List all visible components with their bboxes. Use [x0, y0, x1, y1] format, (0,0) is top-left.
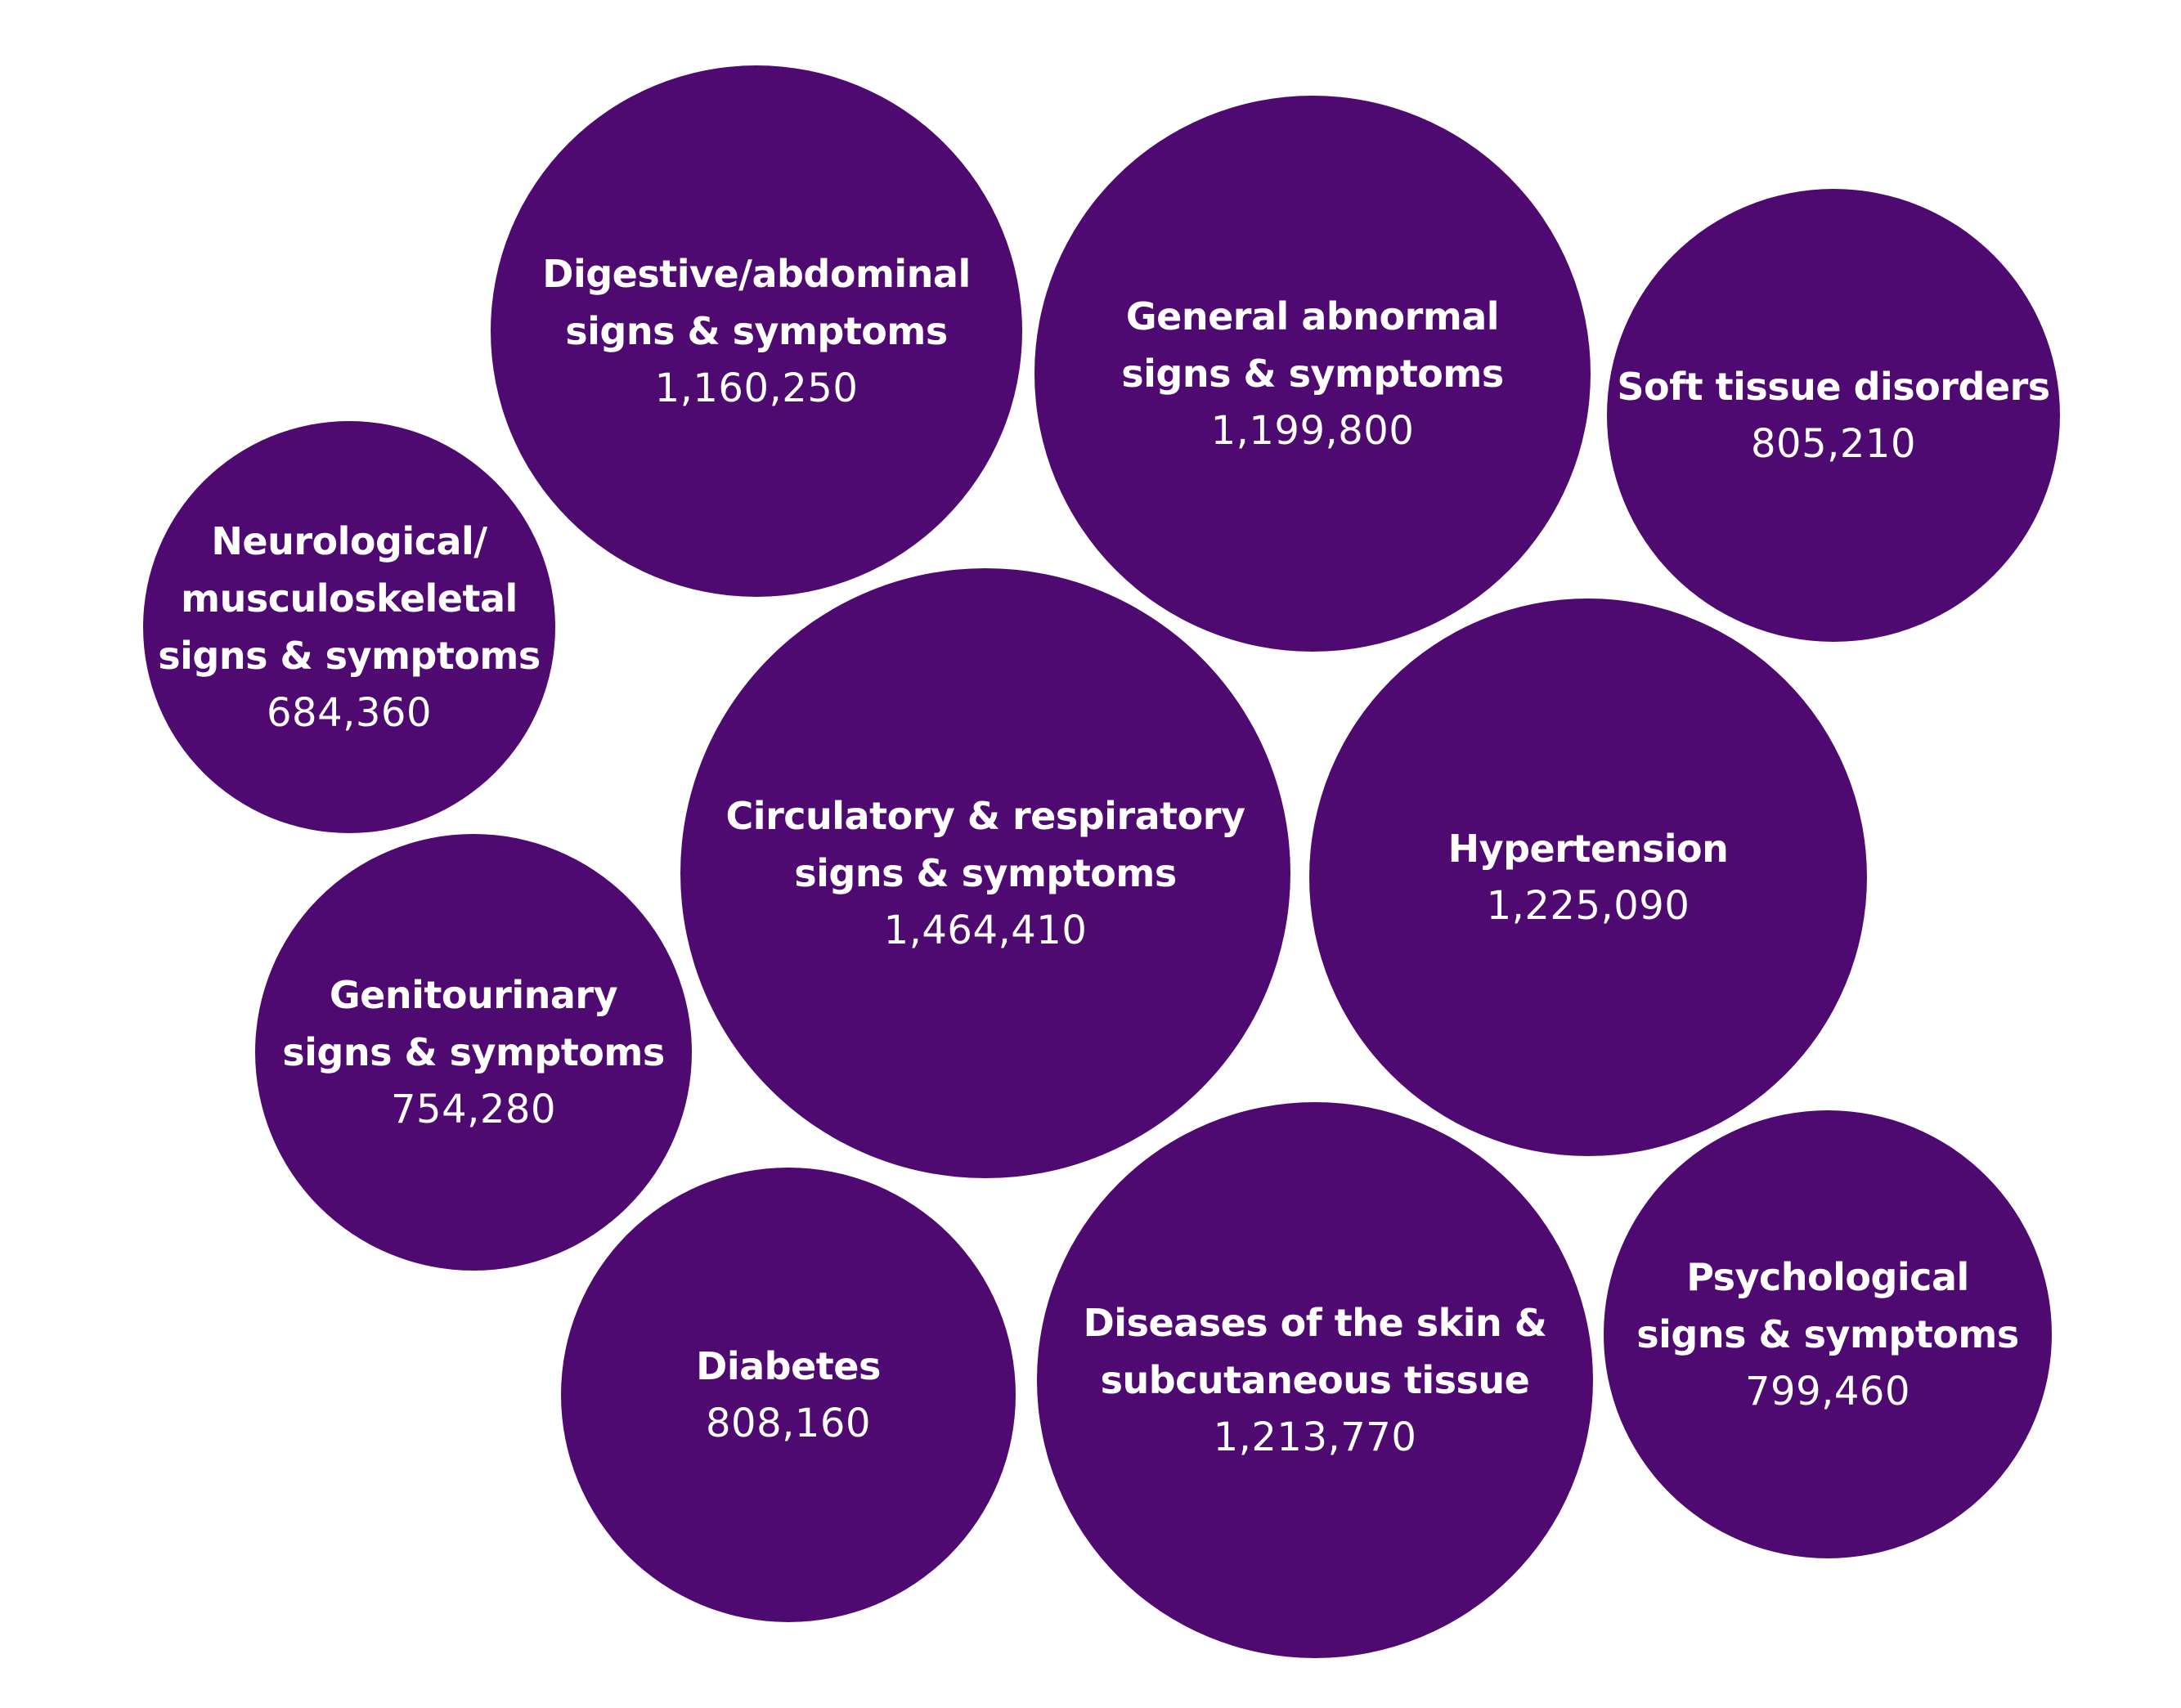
bubble-label: Diseases of the skin & subcutaneous tiss…	[1083, 1301, 1547, 1402]
bubble-value: 1,225,090	[1486, 883, 1690, 929]
bubble-label: General abnormal signs & symptoms	[1121, 294, 1504, 396]
bubble-label: Hypertension	[1447, 827, 1729, 871]
bubble-label: Soft tissue disorders	[1617, 365, 2050, 409]
bubble-label: Psychological signs & symptoms	[1636, 1255, 2019, 1356]
bubble-value: 1,213,770	[1213, 1414, 1417, 1460]
bubble-value: 805,210	[1751, 421, 1916, 467]
bubble: Circulatory & respiratory signs & sympto…	[680, 568, 1290, 1178]
bubble: Diseases of the skin & subcutaneous tiss…	[1037, 1102, 1593, 1658]
bubble: Soft tissue disorders 805,210	[1607, 189, 2060, 642]
bubble-value: 1,160,250	[654, 365, 859, 411]
bubble: Genitourinary signs & symptoms 754,280	[255, 834, 692, 1271]
bubble: Hypertension 1,225,090	[1309, 598, 1867, 1156]
bubble-label: Neurological/ musculoskeletal signs & sy…	[158, 519, 541, 678]
bubble: Neurological/ musculoskeletal signs & sy…	[143, 421, 555, 833]
bubble-value: 1,199,800	[1210, 408, 1415, 454]
bubble: Diabetes 808,160	[561, 1168, 1016, 1622]
bubble-label: Genitourinary signs & symptoms	[282, 973, 665, 1074]
bubble-label: Digestive/abdominal signs & symptoms	[542, 252, 971, 353]
bubble: Psychological signs & symptoms 799,460	[1604, 1110, 2052, 1558]
bubble-value: 754,280	[391, 1087, 556, 1132]
bubble-value: 1,464,410	[883, 908, 1088, 953]
bubble-label: Circulatory & respiratory signs & sympto…	[725, 794, 1245, 895]
bubble-value: 808,160	[706, 1401, 871, 1446]
bubble-value: 684,360	[267, 690, 432, 736]
bubble-label: Diabetes	[696, 1344, 881, 1388]
bubble: Digestive/abdominal signs & symptoms 1,16…	[491, 65, 1022, 597]
bubble-value: 799,460	[1745, 1369, 1910, 1414]
bubble: General abnormal signs & symptoms 1,199,8…	[1034, 96, 1591, 652]
